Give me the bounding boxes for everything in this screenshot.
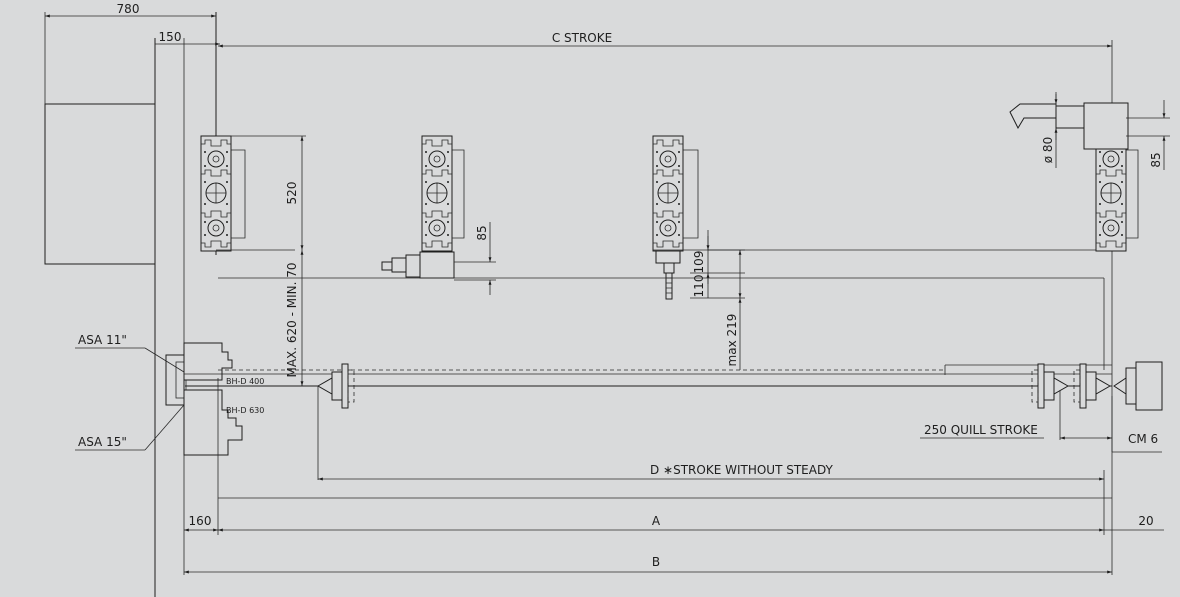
svg-text:ASA 15": ASA 15" <box>78 435 127 449</box>
quill-stroke: 250 QUILL STROKE <box>920 390 1112 440</box>
svg-text:85: 85 <box>1149 152 1163 167</box>
dimension-160: 160 <box>183 514 219 532</box>
asa15-callout: ASA 15" <box>75 404 185 451</box>
svg-text:ø 80: ø 80 <box>1041 137 1055 163</box>
dimension-20: 20 <box>1104 365 1164 575</box>
svg-text:85: 85 <box>475 225 489 240</box>
svg-text:780: 780 <box>117 2 140 16</box>
svg-text:D ∗STROKE WITHOUT STEADY: D ∗STROKE WITHOUT STEADY <box>650 463 834 477</box>
svg-text:CM 6: CM 6 <box>1128 432 1158 446</box>
svg-text:110: 110 <box>692 275 706 298</box>
svg-text:C STROKE: C STROKE <box>552 31 612 45</box>
cm6-tailstock: CM 6 <box>1111 361 1163 453</box>
chuck-assembly <box>165 342 1112 456</box>
svg-text:MAX. 620 - MIN. 70: MAX. 620 - MIN. 70 <box>285 262 299 377</box>
dimension-780: 780 <box>45 2 217 18</box>
svg-text:20: 20 <box>1138 514 1153 528</box>
dimension-center-height: MAX. 620 - MIN. 70 <box>218 249 1105 386</box>
asa11-callout: ASA 11" <box>75 333 185 373</box>
dimension-b: B <box>183 555 1112 574</box>
driven-tool: 85 <box>381 222 496 295</box>
turret-2 <box>421 135 465 252</box>
dimension-150: 150 <box>155 30 221 46</box>
svg-text:160: 160 <box>189 514 212 528</box>
svg-text:ASA 11": ASA 11" <box>78 333 127 347</box>
dimension-520: 520 <box>285 135 304 251</box>
boring-bar-tool: 109 110 max 219 <box>655 230 745 370</box>
bhd630-label: BH-D 630 <box>226 406 264 415</box>
external-tool: ø 80 85 <box>1009 92 1170 170</box>
dimension-a: A <box>217 378 1112 535</box>
bed-outline <box>44 12 217 597</box>
dimension-c-stroke: C STROKE <box>217 31 1113 365</box>
svg-text:150: 150 <box>159 30 182 44</box>
steady-center-left <box>317 363 355 480</box>
svg-text:109: 109 <box>692 251 706 274</box>
svg-text:250 QUILL STROKE: 250 QUILL STROKE <box>924 423 1038 437</box>
svg-text:A: A <box>652 514 661 528</box>
turret-1 <box>200 135 306 252</box>
svg-text:max 219: max 219 <box>725 314 739 367</box>
turret-4 <box>1095 135 1139 252</box>
bhd400-label: BH-D 400 <box>226 377 264 386</box>
svg-text:B: B <box>652 555 660 569</box>
dimension-d-stroke: D ∗STROKE WITHOUT STEADY <box>318 463 1104 481</box>
svg-text:520: 520 <box>285 182 299 205</box>
